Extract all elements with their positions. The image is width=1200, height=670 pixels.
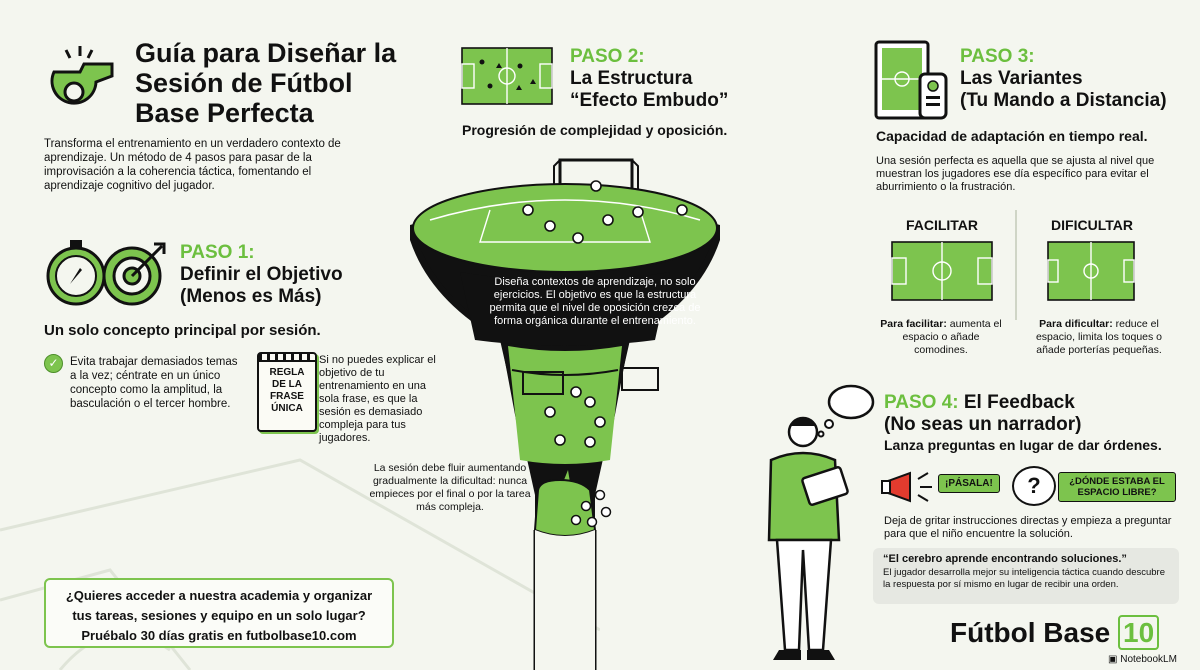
- question-mark-icon: ?: [1012, 466, 1056, 506]
- notepad-icon: REGLA DE LA FRASE ÚNICA: [257, 352, 317, 432]
- facilitar-heading: FACILITAR: [905, 217, 979, 233]
- tablet-remote-icon: [874, 40, 948, 120]
- check-icon: ✓: [44, 354, 63, 373]
- funnel-text: Diseña contextos de aprendizaje, no solo…: [489, 276, 701, 327]
- notepad-line: REGLA: [269, 367, 305, 378]
- page-title-line: Guía para Diseñar la: [135, 38, 397, 68]
- facilitar-desc: aumenta el espacio o añade comodines.: [902, 318, 1002, 356]
- notepad-line: DE LA: [272, 379, 302, 390]
- paso3-label: PASO 3:: [960, 46, 1035, 67]
- brand-logo: Fútbol Base 10: [950, 615, 1160, 650]
- shout-bubble: ¡PÁSALA!: [938, 474, 1000, 493]
- paso1-title: (Menos es Más): [180, 286, 322, 307]
- facilitar-text: Para facilitar: aumenta el espacio o aña…: [876, 318, 1006, 357]
- cta-box[interactable]: ¿Quieres acceder a nuestra academia y or…: [44, 578, 394, 648]
- funnel-graphic: [410, 158, 720, 670]
- paso2-title: “Efecto Embudo”: [570, 90, 729, 111]
- paso4-title: El Feedback: [958, 392, 1075, 413]
- facilitar-bold: Para facilitar:: [880, 318, 947, 330]
- paso3-heading: PASO 3: Las Variantes (Tu Mando a Distan…: [960, 46, 1190, 112]
- paso4-subtitle: Lanza preguntas en lugar de dar órdenes.: [884, 437, 1162, 453]
- paso4-label: PASO 4:: [884, 392, 959, 413]
- paso2-title: La Estructura: [570, 68, 693, 89]
- question-bubble: ¿DÓNDE ESTABA EL ESPACIO LIBRE?: [1058, 472, 1176, 502]
- brand-name: Fútbol Base: [950, 617, 1111, 648]
- paso4-text: Deja de gritar instrucciones directas y …: [884, 515, 1172, 540]
- paso3-title: Las Variantes: [960, 68, 1083, 89]
- cta-line: tus tareas, sesiones y equipo en un solo…: [72, 608, 366, 623]
- quote-title: “El cerebro aprende encontrando solucion…: [883, 553, 1127, 565]
- page-title-line: Sesión de Fútbol: [135, 68, 353, 98]
- paso1-title: Definir el Objetivo: [180, 264, 343, 285]
- paso2-side-text: La sesión debe fluir aumentando gradualm…: [369, 462, 531, 513]
- whistle-icon: [50, 46, 114, 105]
- paso1-rule-text: Si no puedes explicar el objetivo de tu …: [319, 354, 436, 444]
- notepad-line: ÚNICA: [271, 403, 303, 414]
- variants-divider: [1015, 210, 1017, 320]
- notepad-line: FRASE: [270, 391, 304, 402]
- quote-text: El jugador desarrolla mejor su inteligen…: [883, 567, 1165, 590]
- brand-number: 10: [1118, 615, 1160, 650]
- dificultar-heading: DIFICULTAR: [1051, 217, 1133, 233]
- credit: ▣ NotebookLM: [1108, 654, 1177, 665]
- dificultar-field-icon: [1047, 241, 1135, 301]
- notebook-icon: ▣: [1108, 654, 1118, 665]
- page-title: Guía para Diseñar la Sesión de Fútbol Ba…: [135, 38, 435, 128]
- cta-link[interactable]: Pruébalo 30 días gratis en futbolbase10.…: [81, 628, 357, 643]
- paso3-title: (Tu Mando a Distancia): [960, 90, 1167, 111]
- cta-line: ¿Quieres acceder a nuestra academia y or…: [65, 588, 373, 603]
- quote-box: “El cerebro aprende encontrando solucion…: [873, 548, 1179, 604]
- megaphone-icon: [881, 471, 932, 503]
- dificultar-bold: Para dificultar:: [1039, 318, 1113, 330]
- tactics-board-icon: [461, 47, 553, 105]
- paso3-text: Una sesión perfecta es aquella que se aj…: [876, 155, 1155, 193]
- dificultar-desc: reduce el espacio, limita los toques o a…: [1035, 318, 1163, 356]
- paso4-heading: PASO 4: El Feedback (No seas un narrador…: [884, 392, 1184, 436]
- paso2-subtitle: Progresión de complejidad y oposición.: [462, 122, 728, 138]
- page-title-line: Base Perfecta: [135, 98, 314, 128]
- paso3-subtitle: Capacidad de adaptación en tiempo real.: [876, 128, 1148, 144]
- paso2-label: PASO 2:: [570, 46, 645, 67]
- coach-illustration: [767, 384, 875, 660]
- credit-text: NotebookLM: [1120, 654, 1177, 665]
- paso1-subtitle: Un solo concepto principal por sesión.: [44, 322, 321, 339]
- paso1-label: PASO 1:: [180, 242, 255, 263]
- compass-target-icon: [46, 240, 166, 306]
- paso1-check-text: Evita trabajar demasiados temas a la vez…: [70, 356, 238, 410]
- paso2-heading: PASO 2: La Estructura “Efecto Embudo”: [570, 46, 770, 112]
- intro-text: Transforma el entrenamiento en un verdad…: [44, 138, 341, 192]
- facilitar-field-icon: [891, 241, 993, 301]
- paso1-heading: PASO 1: Definir el Objetivo (Menos es Má…: [180, 242, 380, 308]
- paso4-title: (No seas un narrador): [884, 414, 1082, 435]
- dificultar-text: Para dificultar: reduce el espacio, limi…: [1024, 318, 1174, 357]
